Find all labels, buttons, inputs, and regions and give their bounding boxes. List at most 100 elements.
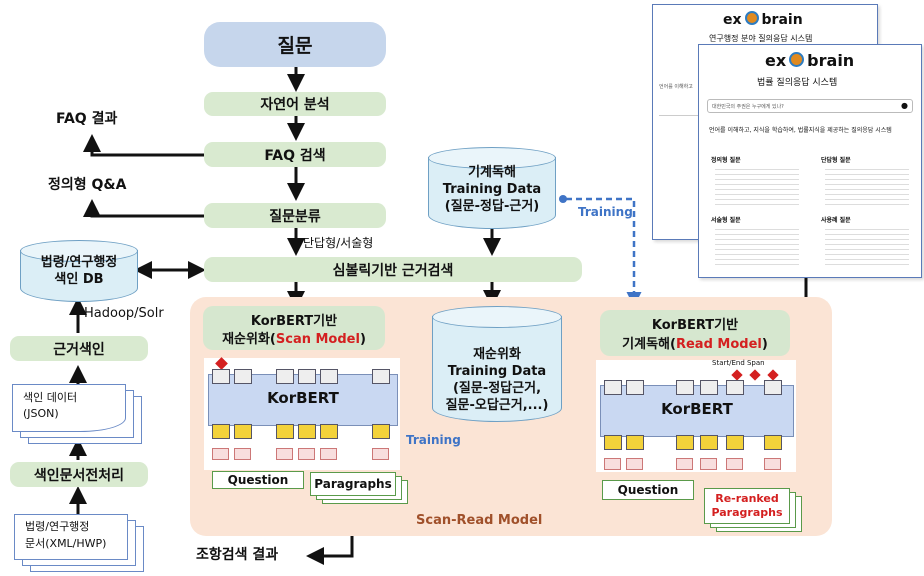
scan-out-token: [320, 369, 338, 384]
read-out-token: [604, 380, 622, 395]
read-input-token: [764, 458, 781, 470]
evidence-search-node: 심볼릭기반 근거검색: [204, 257, 582, 282]
scan-model-title-line1: KorBERT기반: [250, 314, 338, 329]
scan-embed-token: [320, 424, 338, 439]
mrc-training-data-cylinder: 기계독해 Training Data (질문-정답-근거): [428, 147, 556, 229]
descriptive-question-list: [715, 225, 799, 269]
front-description: 언어를 이해하고, 지식을 학습하여, 법률지식을 제공하는 질의응답 시스템: [709, 127, 892, 134]
faq-search-node: FAQ 검색: [204, 142, 386, 167]
scan-input-token: [372, 448, 389, 460]
brain-logo-icon: [744, 11, 759, 25]
back-logo-ex: ex: [723, 12, 742, 28]
read-question-box: Question: [602, 480, 694, 500]
scan-title-suffix: ): [359, 332, 366, 347]
front-logo: ex brain: [765, 51, 854, 70]
start-end-span-label: Start/End Span: [712, 359, 765, 367]
index-data-label: 색인 데이터 (JSON): [23, 391, 78, 420]
microphone-icon[interactable]: ●: [901, 101, 908, 110]
usage-question-list: [825, 225, 909, 269]
scan-out-token: [212, 369, 230, 384]
legal-qa-screen: ex brain 법률 질의응답 시스템 대한민국의 주권은 누구에게 있나? ●…: [698, 44, 922, 278]
mrc-training-data-label: 기계독해 Training Data (질문-정답-근거): [442, 165, 542, 214]
scan-out-token: [234, 369, 252, 384]
preprocess-node: 색인문서전처리: [10, 462, 148, 487]
question-classification-node: 질문분류: [204, 203, 386, 228]
scan-embed-token: [372, 424, 390, 439]
read-title-suffix: ): [761, 337, 768, 352]
scan-input-token: [276, 448, 293, 460]
brain-logo-icon: [789, 52, 805, 67]
read-out-token: [764, 380, 782, 395]
definition-question-list: [715, 165, 799, 205]
scan-title-prefix: 재순위화(: [222, 332, 276, 347]
front-search-placeholder: 대한민국의 주권은 누구에게 있나?: [712, 104, 784, 110]
scan-paragraphs-box: Paragraphs: [310, 472, 396, 496]
question-type-label: 단답형/서술형: [303, 236, 374, 250]
read-input-token: [604, 458, 621, 470]
faq-search-label: FAQ 검색: [264, 147, 326, 164]
read-model-title: KorBERT기반 기계독해(Read Model): [600, 310, 790, 356]
read-korbert-label: KorBERT: [661, 400, 733, 418]
training-label-bottom: Training: [406, 433, 461, 447]
read-input-token: [626, 458, 643, 470]
scan-model-name: Scan Model: [275, 332, 360, 347]
read-title-prefix: 기계독해(: [622, 337, 676, 352]
scan-korbert-label: KorBERT: [267, 389, 339, 407]
article-result-label: 조항검색 결과: [196, 547, 279, 563]
category-usage[interactable]: 사용례 질문: [821, 217, 851, 224]
index-data-doc: 색인 데이터 (JSON): [12, 384, 126, 432]
index-db-cylinder: 법령/연구행정 색인 DB: [20, 240, 138, 302]
back-logo: ex brain: [723, 11, 803, 28]
category-descriptive[interactable]: 서술형 질문: [711, 217, 741, 224]
read-input-token: [700, 458, 717, 470]
front-logo-ex: ex: [765, 51, 787, 70]
read-embed-token: [626, 435, 644, 450]
scan-question-label: Question: [227, 473, 289, 487]
evidence-index-label: 근거색인: [53, 341, 105, 358]
read-model-title-line2: 기계독해(Read Model): [600, 333, 790, 352]
read-out-token: [626, 380, 644, 395]
index-db-label: 법령/연구행정 색인 DB: [40, 255, 118, 287]
question-node: 질문: [204, 22, 386, 67]
category-definition[interactable]: 정의형 질문: [711, 157, 741, 164]
rerank-training-data-label: 재순위화 Training Data (질문-정답근거, 질문-오답근거,...…: [445, 347, 549, 413]
scan-embed-token: [212, 424, 230, 439]
source-docs-label: 법령/연구행정 문서(XML/HWP): [25, 520, 107, 550]
scan-out-token: [298, 369, 316, 384]
read-korbert-block: KorBERT: [600, 385, 794, 437]
scan-question-box: Question: [212, 471, 304, 489]
scan-out-token: [276, 369, 294, 384]
front-subtitle: 법률 질의응답 시스템: [757, 78, 838, 88]
scan-embed-token: [298, 424, 316, 439]
hadoop-solr-label: Hadoop/Solr: [84, 306, 164, 321]
preprocess-label: 색인문서전처리: [33, 467, 125, 484]
evidence-index-node: 근거색인: [10, 336, 148, 361]
training-label-top: Training: [578, 205, 633, 219]
nl-analysis-node: 자연어 분석: [204, 92, 386, 116]
faq-result-label: FAQ 결과: [56, 111, 118, 127]
front-logo-brain: brain: [807, 51, 855, 70]
question-classification-label: 질문분류: [269, 208, 321, 225]
reranked-paragraphs-label: Re-ranked Paragraphs: [711, 492, 783, 519]
read-embed-token: [676, 435, 694, 450]
read-embed-token: [700, 435, 718, 450]
read-out-token: [726, 380, 744, 395]
scan-model-title: KorBERT기반 재순위화(Scan Model): [203, 306, 385, 350]
scan-input-token: [234, 448, 251, 460]
back-list-area: [659, 115, 699, 225]
back-desc-line: 언어를 이해하고: [659, 84, 693, 90]
rerank-training-data-cylinder: 재순위화 Training Data (질문-정답근거, 질문-오답근거,...…: [432, 306, 562, 422]
back-subtitle: 연구행정 분야 질의응답 시스템: [709, 34, 813, 43]
read-input-token: [676, 458, 693, 470]
read-out-token: [676, 380, 694, 395]
evidence-search-label: 심볼릭기반 근거검색: [332, 262, 454, 279]
scan-embed-token: [234, 424, 252, 439]
question-label: 질문: [277, 35, 313, 57]
scan-read-label: Scan-Read Model: [416, 513, 543, 528]
scan-embed-token: [276, 424, 294, 439]
scan-out-token: [372, 369, 390, 384]
read-input-token: [726, 458, 743, 470]
front-search-input[interactable]: 대한민국의 주권은 누구에게 있나? ●: [707, 99, 913, 113]
category-short-answer[interactable]: 단답형 질문: [821, 157, 851, 164]
back-logo-brain: brain: [761, 12, 803, 28]
